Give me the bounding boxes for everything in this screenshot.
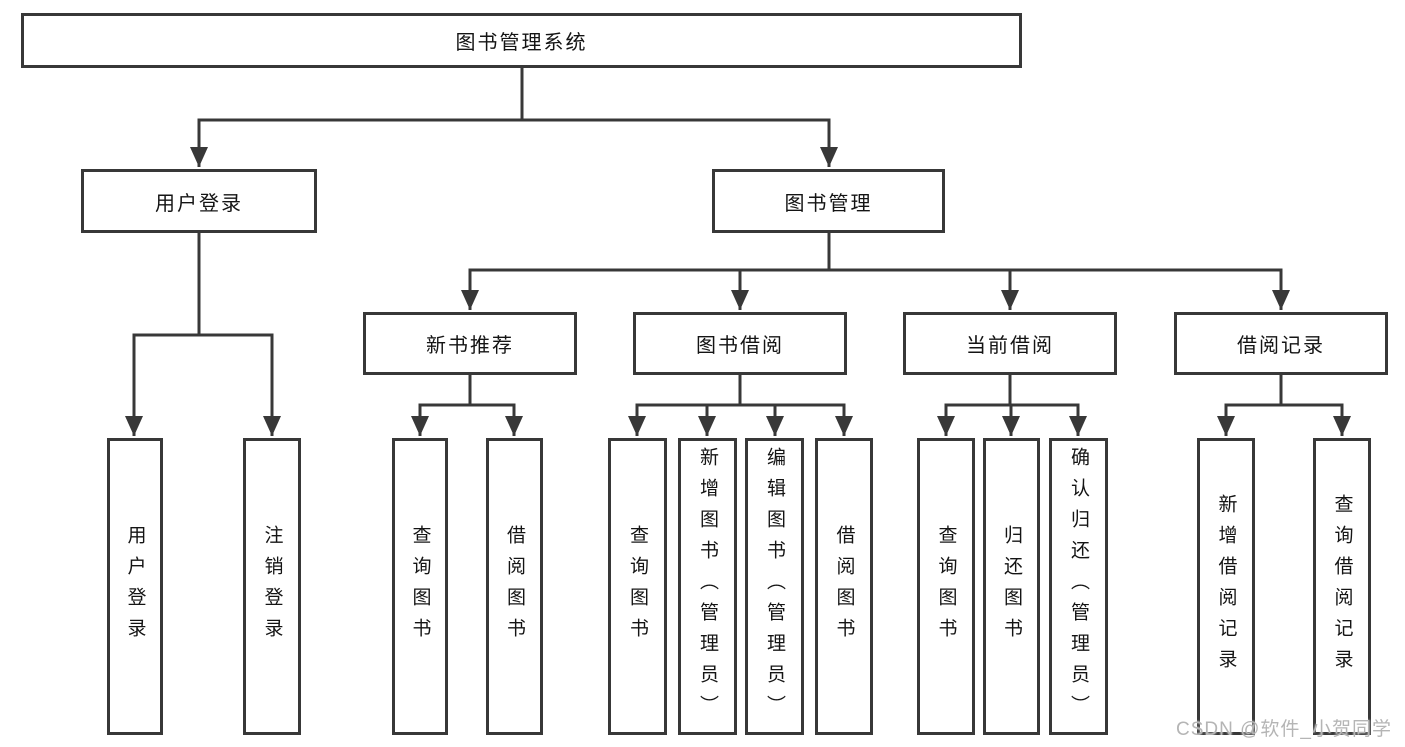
connector-current-trunk <box>944 375 1080 407</box>
leaf-label: 编辑图书（管理员） <box>764 447 785 726</box>
node-book-borrowing: 图书借阅 <box>633 312 847 375</box>
node-leaf-edit-book-admin: 编辑图书（管理员） <box>745 438 804 735</box>
node-new-book-recommend: 新书推荐 <box>363 312 577 375</box>
leaf-label: 确认归还（管理员） <box>1068 447 1089 726</box>
leaf-label: 用户登录 <box>124 524 146 649</box>
connector-user-login-trunk <box>132 233 274 337</box>
node-leaf-return-book: 归还图书 <box>983 438 1040 735</box>
node-leaf-confirm-return-admin: 确认归还（管理员） <box>1049 438 1108 735</box>
leaf-label: 查询图书 <box>627 524 648 649</box>
connector-new-book-trunk <box>418 375 516 407</box>
leaf-label: 查询借阅记录 <box>1331 493 1353 680</box>
csdn-watermark: CSDN @软件_小贺同学 <box>1176 719 1392 740</box>
node-borrowing-record: 借阅记录 <box>1174 312 1388 375</box>
connector-book-mgmt-trunk <box>468 233 1283 272</box>
node-leaf-borrow-book: 借阅图书 <box>815 438 873 735</box>
node-leaf-user-login: 用户登录 <box>107 438 163 735</box>
node-user-login: 用户登录 <box>81 169 317 233</box>
leaf-label: 新增借阅记录 <box>1215 493 1237 680</box>
leaf-label: 新增图书（管理员） <box>697 447 718 726</box>
connector-record-trunk <box>1224 375 1344 407</box>
node-leaf-logout: 注销登录 <box>243 438 301 735</box>
node-leaf-borrow-query-book: 查询图书 <box>608 438 667 735</box>
node-leaf-query-borrow-record: 查询借阅记录 <box>1313 438 1371 735</box>
leaf-label: 查询图书 <box>935 524 957 649</box>
leaf-label: 借阅图书 <box>833 524 855 649</box>
connector-root-trunk <box>197 68 831 122</box>
connector-book-borrow-trunk <box>635 375 846 407</box>
leaf-label: 借阅图书 <box>504 524 525 649</box>
node-leaf-rec-borrow-book: 借阅图书 <box>486 438 543 735</box>
leaf-label: 查询图书 <box>409 524 431 649</box>
node-leaf-current-query-book: 查询图书 <box>917 438 975 735</box>
leaf-label: 归还图书 <box>1001 524 1022 649</box>
node-leaf-add-book-admin: 新增图书（管理员） <box>678 438 737 735</box>
leaf-label: 注销登录 <box>261 524 283 649</box>
node-book-management-system: 图书管理系统 <box>21 13 1022 68</box>
node-book-management: 图书管理 <box>712 169 945 233</box>
node-leaf-rec-query-book: 查询图书 <box>392 438 448 735</box>
node-current-borrowing: 当前借阅 <box>903 312 1117 375</box>
node-leaf-add-borrow-record: 新增借阅记录 <box>1197 438 1255 735</box>
